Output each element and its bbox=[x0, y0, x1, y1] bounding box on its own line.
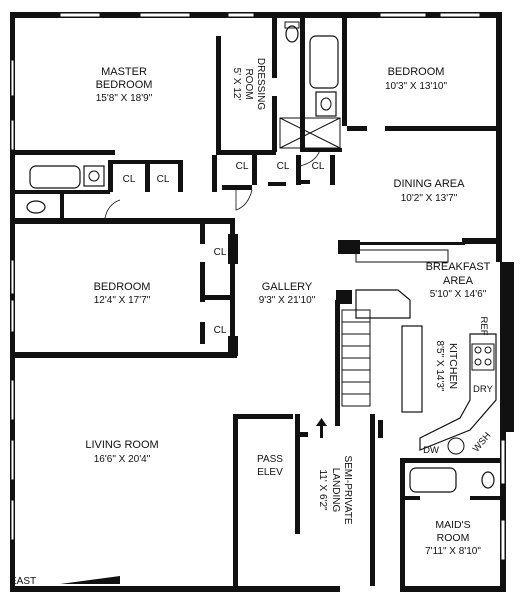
dressing-room-name2: ROOM bbox=[243, 68, 254, 99]
room-labels: MASTER BEDROOM 15'8" X 18'9" DRESSING RO… bbox=[85, 58, 490, 557]
bedroom-mid-name: BEDROOM bbox=[94, 281, 151, 293]
breakfast-area-name1: BREAKFAST bbox=[426, 261, 491, 273]
gallery-dims: 9'3" X 21'10" bbox=[259, 295, 316, 306]
kitchen-dims: 8'5" X 14'3" bbox=[434, 341, 445, 392]
dressing-room-dims: 5' X 12' bbox=[231, 68, 242, 101]
closet-labels: CL CL CL CL CL CL CL bbox=[123, 161, 325, 336]
landing-name1: SEMI-PRIVATE bbox=[342, 455, 353, 524]
landing-arrow-icon bbox=[316, 418, 327, 438]
maids-room-name1: MAID'S bbox=[435, 519, 470, 531]
gallery-name: GALLERY bbox=[262, 281, 313, 293]
pass-elev-name1: PASS bbox=[257, 454, 283, 465]
fixtures-lines bbox=[26, 21, 497, 493]
living-room-name: LIVING ROOM bbox=[85, 439, 158, 451]
dw-label: DW bbox=[423, 445, 439, 456]
dining-area-dims: 10'2" X 13'7" bbox=[401, 193, 458, 204]
closet-label: CL bbox=[214, 247, 227, 258]
dressing-room-name1: DRESSING bbox=[255, 58, 266, 110]
wsh-label: WSH bbox=[471, 430, 494, 454]
master-bedroom-name1: MASTER bbox=[101, 66, 147, 78]
master-bedroom-name2: BEDROOM bbox=[96, 79, 153, 91]
landing-dims: 11' X 6'2" bbox=[317, 469, 328, 511]
ref-label: REF bbox=[478, 317, 489, 336]
living-room-dims: 16'6" X 20'4" bbox=[94, 454, 151, 465]
closet-label: CL bbox=[157, 174, 170, 185]
maids-room-name2: ROOM bbox=[437, 532, 470, 544]
east-arrow-icon bbox=[60, 576, 120, 584]
closet-label: CL bbox=[236, 161, 249, 172]
maids-room-dims: 7'11" X 8'10" bbox=[425, 546, 481, 557]
interior-walls bbox=[15, 18, 500, 592]
bedroom-mid-dims: 12'4" X 17'7" bbox=[94, 295, 151, 306]
windows bbox=[10, 12, 506, 561]
bedroom-top-dims: 10'3" X 13'10" bbox=[385, 81, 448, 92]
closet-label: CL bbox=[214, 325, 227, 336]
pass-elev-name2: ELEV bbox=[257, 467, 283, 478]
closet-label: CL bbox=[312, 161, 325, 172]
closet-label: CL bbox=[277, 161, 290, 172]
bedroom-top-name: BEDROOM bbox=[388, 66, 445, 78]
breakfast-area-dims: 5'10" X 14'6" bbox=[430, 289, 487, 300]
dry-label: DRY bbox=[473, 384, 494, 395]
kitchen-name: KITCHEN bbox=[447, 343, 459, 389]
dining-area-name: DINING AREA bbox=[394, 178, 466, 190]
master-bedroom-dims: 15'8" X 18'9" bbox=[96, 93, 153, 104]
breakfast-area-name2: AREA bbox=[443, 275, 474, 287]
landing-name2: LANDING bbox=[330, 468, 341, 513]
east-label: EAST bbox=[10, 576, 36, 587]
orientation-indicator: EAST bbox=[10, 576, 120, 587]
closet-label: CL bbox=[123, 174, 136, 185]
